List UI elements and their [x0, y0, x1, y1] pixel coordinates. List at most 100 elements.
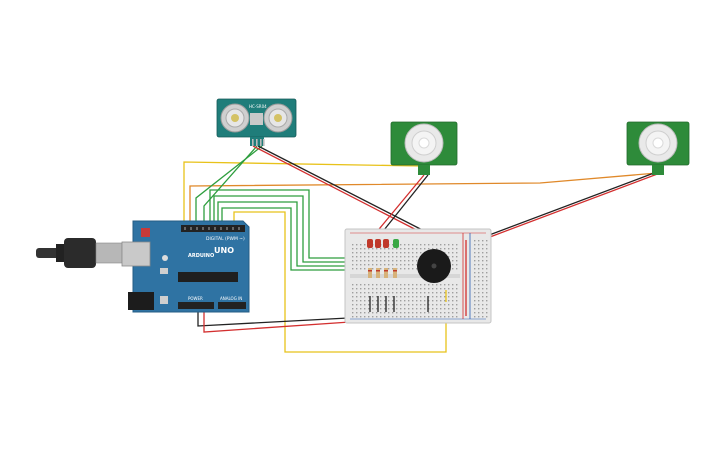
wire-black-ultrasonic[interactable]	[257, 145, 439, 239]
breadboard-hole	[452, 244, 454, 246]
wire-green-4[interactable]	[213, 195, 390, 263]
breadboard-hole	[432, 248, 434, 250]
breadboard-hole	[400, 248, 402, 250]
breadboard-hole	[452, 268, 454, 270]
breadboard-hole	[364, 312, 366, 314]
breadboard[interactable]	[344, 228, 492, 324]
breadboard-hole	[436, 292, 438, 294]
breadboard-hole	[388, 304, 390, 306]
digital-label: DIGITAL (PWM ~)	[206, 236, 245, 242]
breadboard-hole	[368, 252, 370, 254]
breadboard-hole	[482, 308, 484, 310]
breadboard-hole	[482, 256, 484, 258]
resistor-1[interactable]	[368, 268, 372, 278]
breadboard-hole	[482, 280, 484, 282]
breadboard-hole	[416, 288, 418, 290]
wire-red-pir2[interactable]	[481, 172, 661, 241]
wire-red-5v[interactable]	[203, 312, 351, 333]
wire-red-ultrasonic[interactable]	[252, 145, 433, 239]
breadboard-hole	[486, 284, 488, 286]
breadboard-hole	[352, 244, 354, 246]
breadboard-hole	[408, 268, 410, 270]
wire-green-1[interactable]	[195, 145, 263, 232]
wire-green-6[interactable]	[221, 207, 380, 271]
breadboard-hole	[396, 252, 398, 254]
breadboard-hole	[452, 256, 454, 258]
breadboard-hole	[368, 256, 370, 258]
breadboard-hole	[384, 248, 386, 250]
breadboard-hole	[416, 296, 418, 298]
arduino-uno-board[interactable]: DIGITAL (PWM ~) UNO ARDUINO POWER ANALOG…	[121, 220, 250, 313]
wire-black-pir2[interactable]	[475, 172, 655, 241]
breadboard-hole	[352, 300, 354, 302]
breadboard-hole	[364, 256, 366, 258]
leds[interactable]	[367, 239, 399, 248]
breadboard-hole	[368, 284, 370, 286]
breadboard-hole	[360, 268, 362, 270]
breadboard-hole	[478, 268, 480, 270]
wire-green-3[interactable]	[209, 189, 390, 259]
breadboard-hole	[408, 264, 410, 266]
led-red-3[interactable]	[383, 239, 389, 248]
resistor-4[interactable]	[393, 268, 397, 278]
breadboard-hole	[404, 268, 406, 270]
breadboard-hole	[428, 312, 430, 314]
usb-plug-icon[interactable]	[36, 248, 60, 258]
wire-green-2[interactable]	[203, 145, 258, 232]
usb-cable	[36, 238, 123, 268]
breadboard-hole	[474, 240, 476, 242]
breadboard-hole	[388, 264, 390, 266]
breadboard-hole	[384, 300, 386, 302]
breadboard-hole	[478, 288, 480, 290]
breadboard-hole	[478, 276, 480, 278]
breadboard-hole	[420, 304, 422, 306]
resistor-2[interactable]	[376, 268, 380, 278]
breadboard-hole	[356, 316, 358, 318]
resistor-3[interactable]	[384, 268, 388, 278]
breadboard-hole	[400, 292, 402, 294]
breadboard-hole	[380, 268, 382, 270]
breadboard-hole	[432, 288, 434, 290]
breadboard-hole	[440, 296, 442, 298]
pir-sensor-2[interactable]	[626, 121, 690, 175]
led-red-2[interactable]	[375, 239, 381, 248]
breadboard-hole	[404, 308, 406, 310]
breadboard-hole	[400, 316, 402, 318]
breadboard-hole	[404, 256, 406, 258]
breadboard-hole	[364, 260, 366, 262]
wire-yellow-bottom[interactable]	[233, 211, 447, 353]
ultrasonic-sensor[interactable]: HC-SR04	[216, 98, 297, 146]
wire-black-gnd[interactable]	[197, 312, 349, 327]
breadboard-hole	[474, 252, 476, 254]
pir-sensor-1[interactable]	[390, 121, 458, 175]
breadboard-hole	[452, 252, 454, 254]
breadboard-hole	[486, 256, 488, 258]
breadboard-hole	[356, 268, 358, 270]
breadboard-hole	[436, 312, 438, 314]
resistors[interactable]	[368, 268, 397, 278]
wire-green-5[interactable]	[217, 201, 390, 267]
breadboard-hole	[408, 316, 410, 318]
piezo-buzzer[interactable]	[417, 249, 451, 283]
breadboard-hole	[364, 248, 366, 250]
breadboard-hole	[486, 260, 488, 262]
breadboard-hole	[474, 308, 476, 310]
ultrasonic-model: HC-SR04	[249, 104, 267, 109]
breadboard-hole	[400, 260, 402, 262]
breadboard-hole	[416, 308, 418, 310]
breadboard-hole	[448, 256, 450, 258]
breadboard-hole	[456, 260, 458, 262]
breadboard-hole	[356, 264, 358, 266]
reset-button-icon[interactable]	[141, 228, 150, 237]
led-red-1[interactable]	[367, 239, 373, 248]
breadboard-hole	[400, 312, 402, 314]
breadboard-hole	[444, 300, 446, 302]
breadboard-hole	[408, 248, 410, 250]
breadboard-hole	[482, 272, 484, 274]
breadboard-hole	[392, 248, 394, 250]
breadboard-hole	[428, 308, 430, 310]
breadboard-hole	[478, 280, 480, 282]
led-green[interactable]	[393, 239, 399, 248]
wire-orange-pir2[interactable]	[189, 172, 658, 232]
